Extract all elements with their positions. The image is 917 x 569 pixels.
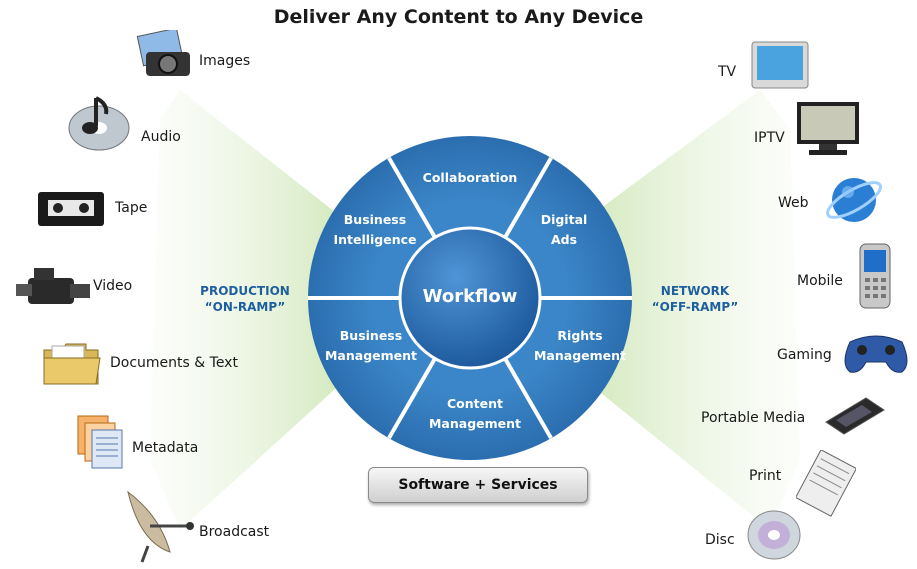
segment-label-line2: Management [428,416,521,431]
music-cd-icon [66,92,132,159]
device-portable-media-label: Portable Media [701,410,806,426]
monitor-icon [795,100,861,163]
satellite-dish-icon [120,486,198,569]
source-audio-label: Audio [141,129,181,145]
software-services-button[interactable]: Software + Services [368,467,588,503]
documents-icon [76,414,126,475]
network-off-ramp-label: NETWORK “OFF-RAMP” [640,283,750,315]
device-disc-label: Disc [705,532,735,548]
segment-label-line1: Business [343,212,407,227]
device-tv-label: TV [718,64,737,80]
mobile-phone-icon [858,242,894,317]
network-ramp-line1: NETWORK [660,284,730,298]
video-camera-icon [14,262,94,317]
device-iptv-label: IPTV [754,130,785,146]
source-images-label: Images [199,53,251,69]
source-video-label: Video [93,278,133,294]
segment-label-line2: Management [533,348,626,363]
segment-label-line2: Ads [550,232,578,247]
tape-cassette-icon [36,188,106,235]
disc-icon [746,508,802,567]
segment-label-line1: Rights [557,328,603,343]
device-web-label: Web [778,195,809,211]
segment-collaboration: Collaboration [410,168,530,188]
page-title: Deliver Any Content to Any Device [273,6,644,28]
workflow-hub [398,226,542,370]
production-ramp-line2: “ON-RAMP” [204,300,286,314]
device-print-label: Print [749,468,782,484]
segment-label-line2: Intelligence [333,232,417,247]
network-wedge [585,90,800,530]
segment-label-line1: Digital [540,212,588,227]
web-globe-icon [826,172,882,233]
production-ramp-line1: PRODUCTION [200,284,290,298]
source-tape-label: Tape [115,200,148,216]
device-gaming-label: Gaming [777,347,832,363]
network-ramp-line2: “OFF-RAMP” [651,300,739,314]
gamepad-icon [840,324,912,383]
segment-label-line1: Business [339,328,403,343]
workflow-hub-label: Workflow [422,286,518,307]
production-on-ramp-label: PRODUCTION “ON-RAMP” [190,283,300,315]
source-documents-label: Documents & Text [110,355,238,371]
newspaper-icon [794,449,858,525]
device-mobile-label: Mobile [797,273,843,289]
segment-label-line2: Management [324,348,417,363]
segment-label-line1: Content [447,396,503,411]
source-metadata-label: Metadata [132,440,199,456]
tv-icon [750,40,810,97]
folder-icon [42,340,102,393]
source-broadcast-label: Broadcast [199,524,270,540]
camera-icon [134,27,194,85]
production-wedge [150,90,345,530]
segment-label-line1: Collaboration [422,170,518,185]
portable-player-icon [822,392,888,445]
